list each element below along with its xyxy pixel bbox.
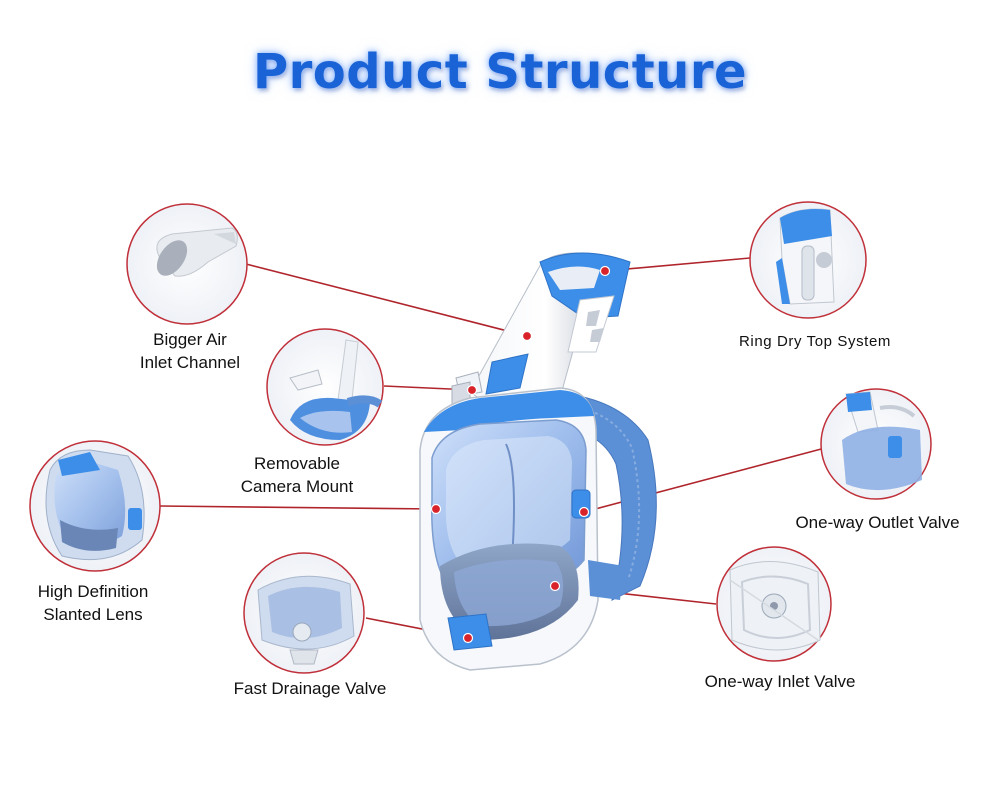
label-one-way-outlet-valve: One-way Outlet Valve <box>795 513 960 532</box>
detail-circle-inlet-valve <box>716 546 832 662</box>
detail-circle-air-inlet <box>126 203 248 325</box>
callout-line-lens <box>159 505 437 510</box>
callout-line-air <box>245 263 528 337</box>
snorkel-mask-illustration <box>419 252 657 671</box>
detail-circle-outlet-valve <box>820 388 932 500</box>
callout-dots <box>430 265 611 644</box>
callout-dot-air <box>521 330 533 342</box>
detail-circle-dry-top <box>749 201 867 319</box>
label-one-way-inlet-valve: One-way Inlet Valve <box>704 672 856 691</box>
callout-dot-drain <box>462 632 474 644</box>
label-high-definition-slanted-lens: High Definition Slanted Lens <box>37 582 149 624</box>
detail-circle-drainage <box>243 552 365 674</box>
page-title: Product Structure <box>252 44 748 100</box>
callout-dot-lens <box>430 503 442 515</box>
callout-line-dry <box>604 257 751 272</box>
callout-dot-cam <box>466 384 478 396</box>
callout-lines <box>159 257 826 639</box>
callout-dot-inlet <box>549 580 561 592</box>
label-fast-drainage-valve: Fast Drainage Valve <box>233 679 387 698</box>
label-removable-camera-mount: Removable Camera Mount <box>240 454 354 496</box>
detail-circle-lens <box>29 440 161 572</box>
callout-dot-outlet <box>578 506 590 518</box>
label-ring-dry-top-system: Ring Dry Top System <box>738 333 891 350</box>
label-bigger-air-inlet-channel: Bigger Air Inlet Channel <box>139 330 241 372</box>
detail-circle-camera-mount <box>266 328 384 446</box>
callout-dot-dry <box>599 265 611 277</box>
